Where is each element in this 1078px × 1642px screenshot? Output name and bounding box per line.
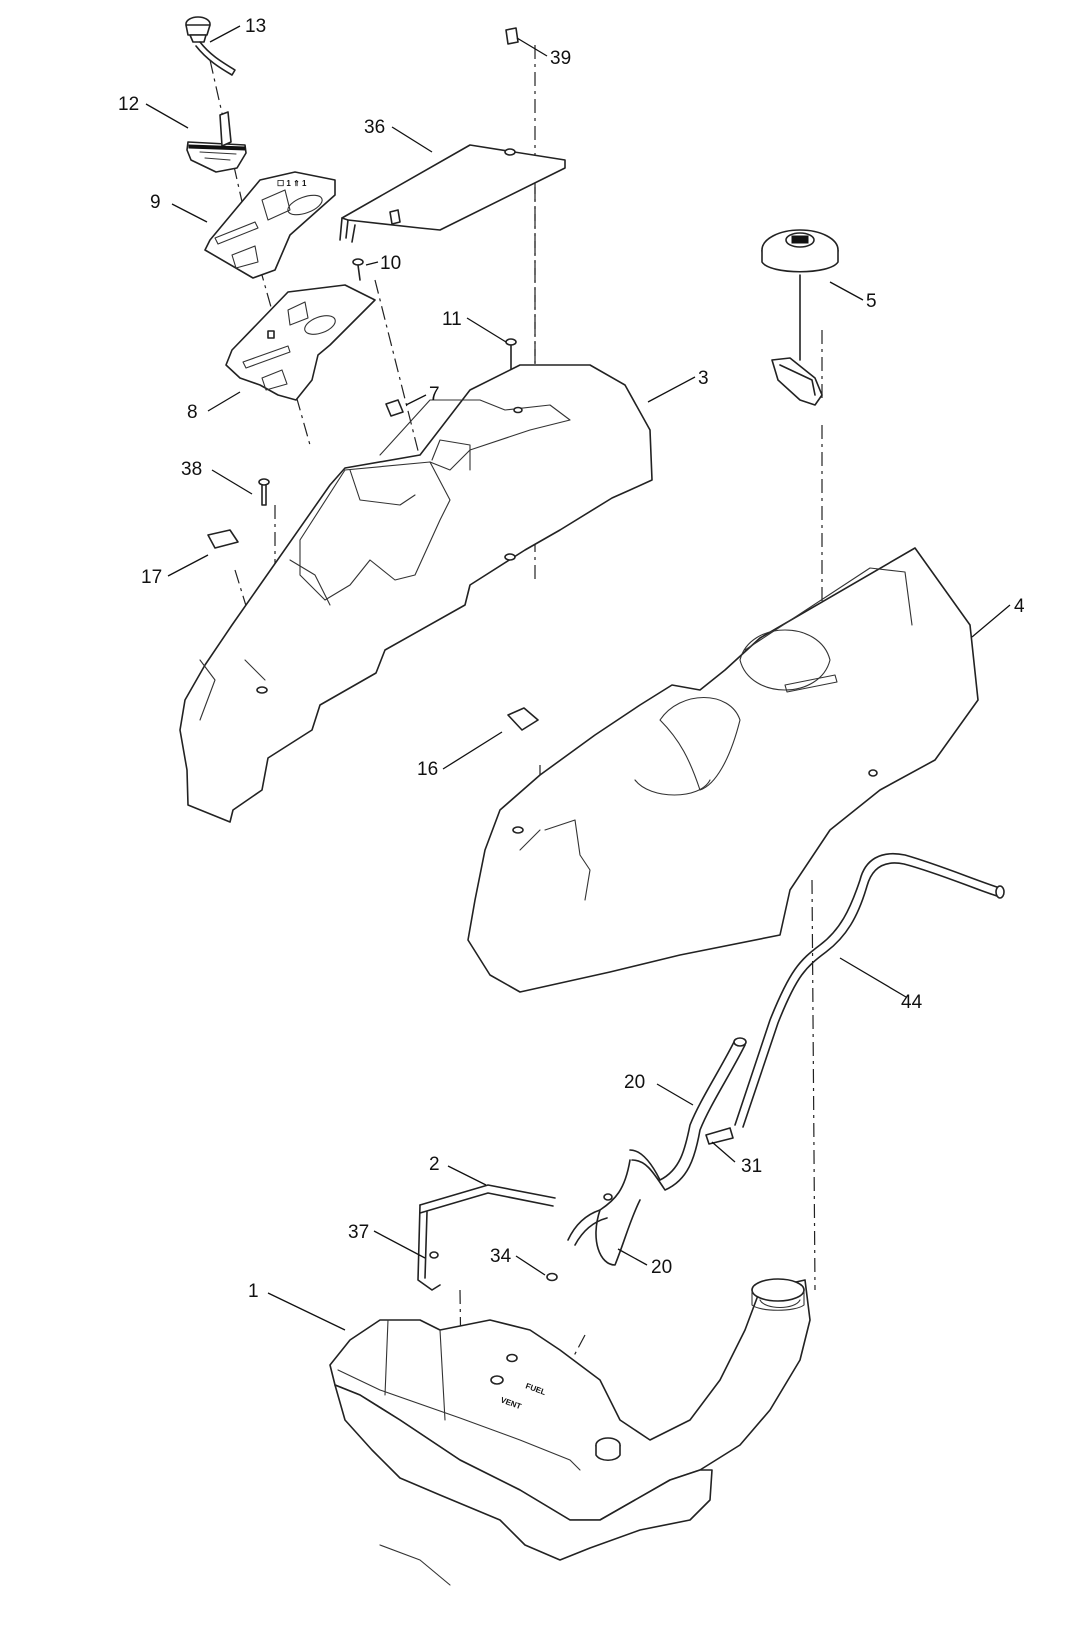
part-31-connector: [705, 1127, 734, 1145]
callout-7: 7: [429, 384, 440, 405]
leader-lines: [145, 25, 1011, 1331]
callout-labels: 13 12 9 36 39 10 5 11 8 7 3 38 17 4 16 4…: [118, 16, 1025, 1302]
callout-4: 4: [1014, 596, 1025, 617]
part-7-clip: [385, 399, 404, 417]
part-20-hose-lower: [567, 1159, 641, 1266]
callout-38: 38: [181, 459, 202, 480]
part-16-pad: [507, 707, 539, 731]
callout-36: 36: [364, 117, 385, 138]
callout-10: 10: [380, 253, 401, 274]
part-3-console: [179, 364, 653, 823]
part-10-screw: [352, 258, 364, 281]
callout-34: 34: [490, 1246, 512, 1267]
callout-31: 31: [741, 1156, 762, 1177]
decal-9-text: ☐ 1 ⇑ 1: [277, 179, 307, 188]
callout-20-upper: 20: [624, 1072, 645, 1093]
callout-37: 37: [348, 1222, 369, 1243]
callout-39: 39: [550, 48, 571, 69]
callout-13: 13: [245, 16, 266, 37]
callout-8: 8: [187, 402, 198, 423]
part-9-decal: ☐ 1 ⇑ 1: [204, 171, 336, 279]
part-13-gauge-cap: [185, 16, 236, 76]
callout-5: 5: [866, 291, 877, 312]
part-36-cover: [339, 144, 566, 243]
part-20-hose-upper: [629, 1037, 747, 1191]
callout-16: 16: [417, 759, 438, 780]
callout-11: 11: [442, 309, 462, 330]
part-39-nut: [505, 27, 519, 45]
part-4-shroud: [467, 547, 979, 993]
callout-12: 12: [118, 94, 139, 115]
callout-1: 1: [248, 1281, 259, 1302]
part-8-plate: [225, 284, 376, 401]
callout-17: 17: [141, 567, 162, 588]
part-5-fuel-cap: [761, 229, 839, 406]
part-38-screw: [258, 478, 270, 506]
callout-44: 44: [901, 992, 923, 1013]
callout-9: 9: [150, 192, 161, 213]
fasteners: [258, 27, 519, 506]
part-44-hose: [734, 853, 1005, 1128]
part-17-pad: [207, 529, 239, 549]
part-37-screw: [429, 1251, 439, 1259]
callout-3: 3: [698, 368, 709, 389]
callout-20-lower: 20: [651, 1257, 672, 1278]
part-12-bracket: [186, 111, 247, 173]
part-34-clamp: [546, 1272, 558, 1282]
part-2-bracket-rod: [417, 1184, 556, 1291]
part-1-fuel-tank: FUEL VENT: [329, 1278, 811, 1586]
callout-2: 2: [429, 1154, 440, 1175]
